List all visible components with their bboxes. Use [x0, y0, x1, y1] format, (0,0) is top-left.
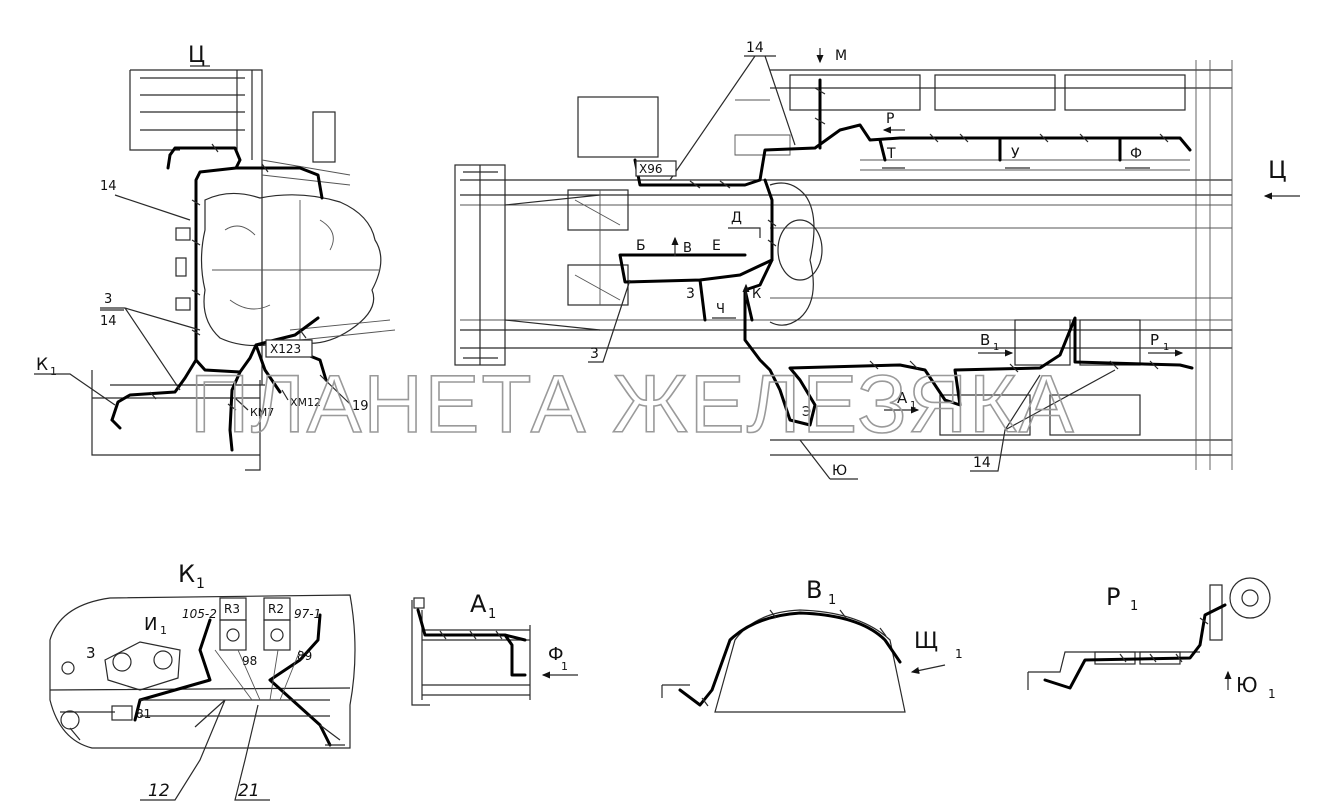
detail-k1-callout-21: 21 — [238, 781, 260, 801]
view-marker-b: Б — [636, 238, 646, 254]
detail-k1-r2: R2 — [268, 602, 284, 616]
callout-14-bottom: 14 — [973, 455, 991, 471]
detail-p1-title: Р — [1106, 583, 1120, 611]
detail-a1-title: А — [470, 590, 487, 618]
detail-k1-callout-12: 12 — [148, 781, 170, 801]
detail-a1: А 1 Ф 1 — [411, 590, 578, 706]
view-marker-v: В — [683, 241, 692, 256]
view-marker-p1-sub: 1 — [1163, 342, 1169, 353]
view-marker-k1: К — [36, 355, 48, 375]
detail-a1-title-sub: 1 — [488, 607, 496, 622]
view-letter-ts: Ц — [188, 43, 205, 68]
view-marker-e: Е — [712, 238, 721, 254]
view-marker-e-cyr: Э — [802, 405, 811, 420]
detail-k1: К 1 3 И 1 105-2 R3 R2 97-1 98 — [49, 560, 356, 801]
view-marker-z3: 3 — [686, 286, 695, 302]
view-marker-a1: А — [897, 389, 908, 407]
detail-k1-i1-sub: 1 — [160, 624, 167, 637]
detail-k1-89: 89 — [297, 649, 312, 663]
left-view: Ц 14 3 14 К 1 Х123 КМ7 ХМ12 19 — [34, 43, 396, 471]
callout-yu: Ю — [832, 463, 847, 479]
detail-v1-sh1-sub: 1 — [955, 647, 963, 661]
detail-v1-title: В — [806, 576, 822, 604]
detail-k1-title-sub: 1 — [196, 576, 205, 592]
detail-p1-yu1-sub: 1 — [1268, 687, 1276, 701]
detail-v1-title-sub: 1 — [828, 593, 836, 608]
detail-k1-98: 98 — [242, 654, 257, 668]
view-marker-f: Ф — [1130, 146, 1142, 162]
watermark: ПЛАНЕТА ЖЕЛЕЗЯКА — [190, 359, 1076, 450]
detail-p1-yu1: Ю — [1236, 673, 1258, 697]
connector-xm12: ХМ12 — [290, 396, 321, 409]
detail-k1-81: 81 — [136, 707, 151, 721]
view-marker-t: Т — [886, 146, 896, 162]
detail-v1-sh1: Щ — [914, 629, 938, 654]
view-marker-p1: Р — [1150, 331, 1159, 349]
detail-k1-97-1: 97-1 — [294, 607, 321, 621]
view-marker-m: М — [835, 48, 847, 64]
connector-x96: Х96 — [639, 162, 663, 176]
detail-k1-title: К — [178, 560, 195, 588]
view-marker-a1-sub: 1 — [910, 400, 916, 411]
detail-v1: В 1 Щ 1 — [661, 576, 963, 713]
callout-19: 19 — [352, 399, 369, 414]
detail-k1-i1: И — [144, 614, 157, 635]
callout-14-top: 14 — [100, 179, 117, 194]
view-marker-k1-sub: 1 — [50, 365, 57, 378]
view-marker-v1: В — [980, 331, 990, 349]
callout-14-right: 14 — [746, 40, 764, 56]
connector-km7: КМ7 — [250, 406, 274, 419]
direction-ts-label: Ц — [1268, 156, 1287, 184]
detail-a1-f1: Ф — [548, 644, 564, 665]
detail-a1-f1-sub: 1 — [561, 660, 568, 673]
right-view: 14 М Х96 Р Т У Ф Д Б В Е 3 Ч К 3 В 1 Р 1… — [454, 40, 1300, 480]
detail-p1-title-sub: 1 — [1130, 599, 1138, 614]
detail-k1-r3: R3 — [224, 602, 240, 616]
callout-3: 3 — [104, 292, 112, 307]
detail-k1-num-3: 3 — [86, 644, 96, 662]
view-marker-k: К — [752, 287, 761, 302]
view-marker-d: Д — [731, 210, 742, 226]
callout-3-right: 3 — [590, 346, 599, 362]
view-marker-v1-sub: 1 — [993, 342, 999, 353]
detail-k1-105-2: 105-2 — [182, 607, 217, 621]
connector-x123: Х123 — [270, 342, 301, 356]
view-marker-p: Р — [886, 111, 894, 127]
callout-14-mid: 14 — [100, 314, 117, 329]
view-marker-u: У — [1011, 146, 1020, 162]
detail-p1: Р 1 Ю 1 — [1027, 577, 1276, 701]
view-marker-ch: Ч — [716, 302, 725, 317]
